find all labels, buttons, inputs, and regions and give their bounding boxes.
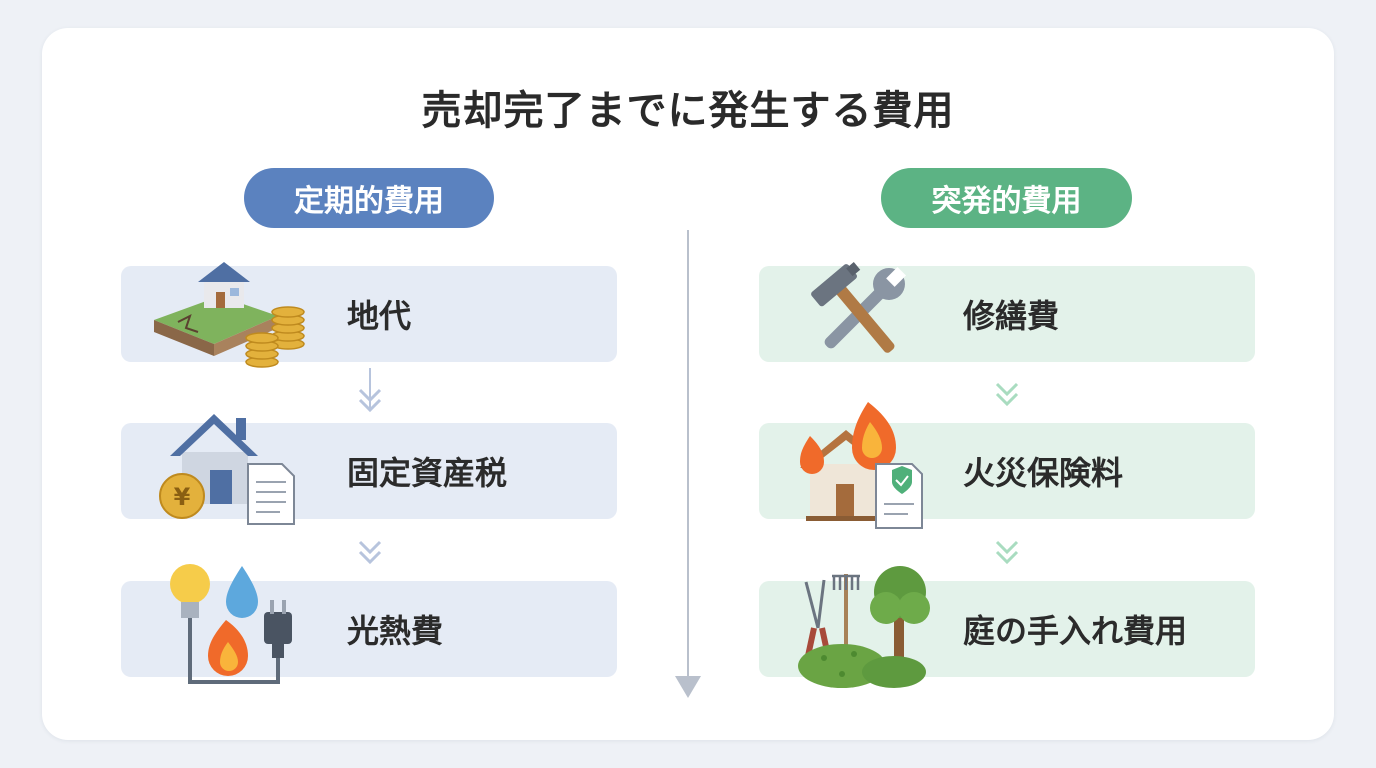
flow-arrow-icon	[358, 368, 382, 413]
utilities-icon	[170, 564, 292, 684]
center-divider-arrow-icon	[675, 230, 701, 698]
regular-costs-heading-label: 定期的費用	[294, 184, 444, 219]
garden-tools-tree-icon	[798, 566, 930, 688]
sudden-costs-heading-label: 突発的費用	[931, 184, 1082, 219]
land-house-coins-icon	[154, 262, 305, 368]
wrench-hammer-icon	[811, 262, 906, 353]
yen-coin-icon: ¥	[159, 473, 205, 519]
flow-arrow-icon	[995, 540, 1019, 565]
regular-cost-label: 光熱費	[347, 612, 444, 650]
sudden-cost-label: 庭の手入れ費用	[963, 612, 1188, 650]
regular-cost-item-utilities: 光熱費	[121, 581, 617, 677]
flow-arrow-icon	[995, 382, 1019, 407]
diagram-title: 売却完了までに発生する費用	[421, 88, 955, 134]
house-fire-insurance-icon	[800, 402, 923, 529]
svg-text:¥: ¥	[174, 483, 191, 511]
house-yen-document-icon: ¥	[159, 414, 295, 525]
regular-cost-label: 地代	[347, 297, 412, 335]
regular-cost-label: 固定資産税	[347, 454, 508, 492]
flow-arrow-icon	[358, 540, 382, 565]
sudden-costs-heading: 突発的費用	[881, 168, 1132, 228]
sudden-cost-label: 修繕費	[963, 297, 1060, 335]
regular-costs-heading: 定期的費用	[244, 168, 494, 228]
sudden-cost-label: 火災保険料	[963, 454, 1124, 492]
